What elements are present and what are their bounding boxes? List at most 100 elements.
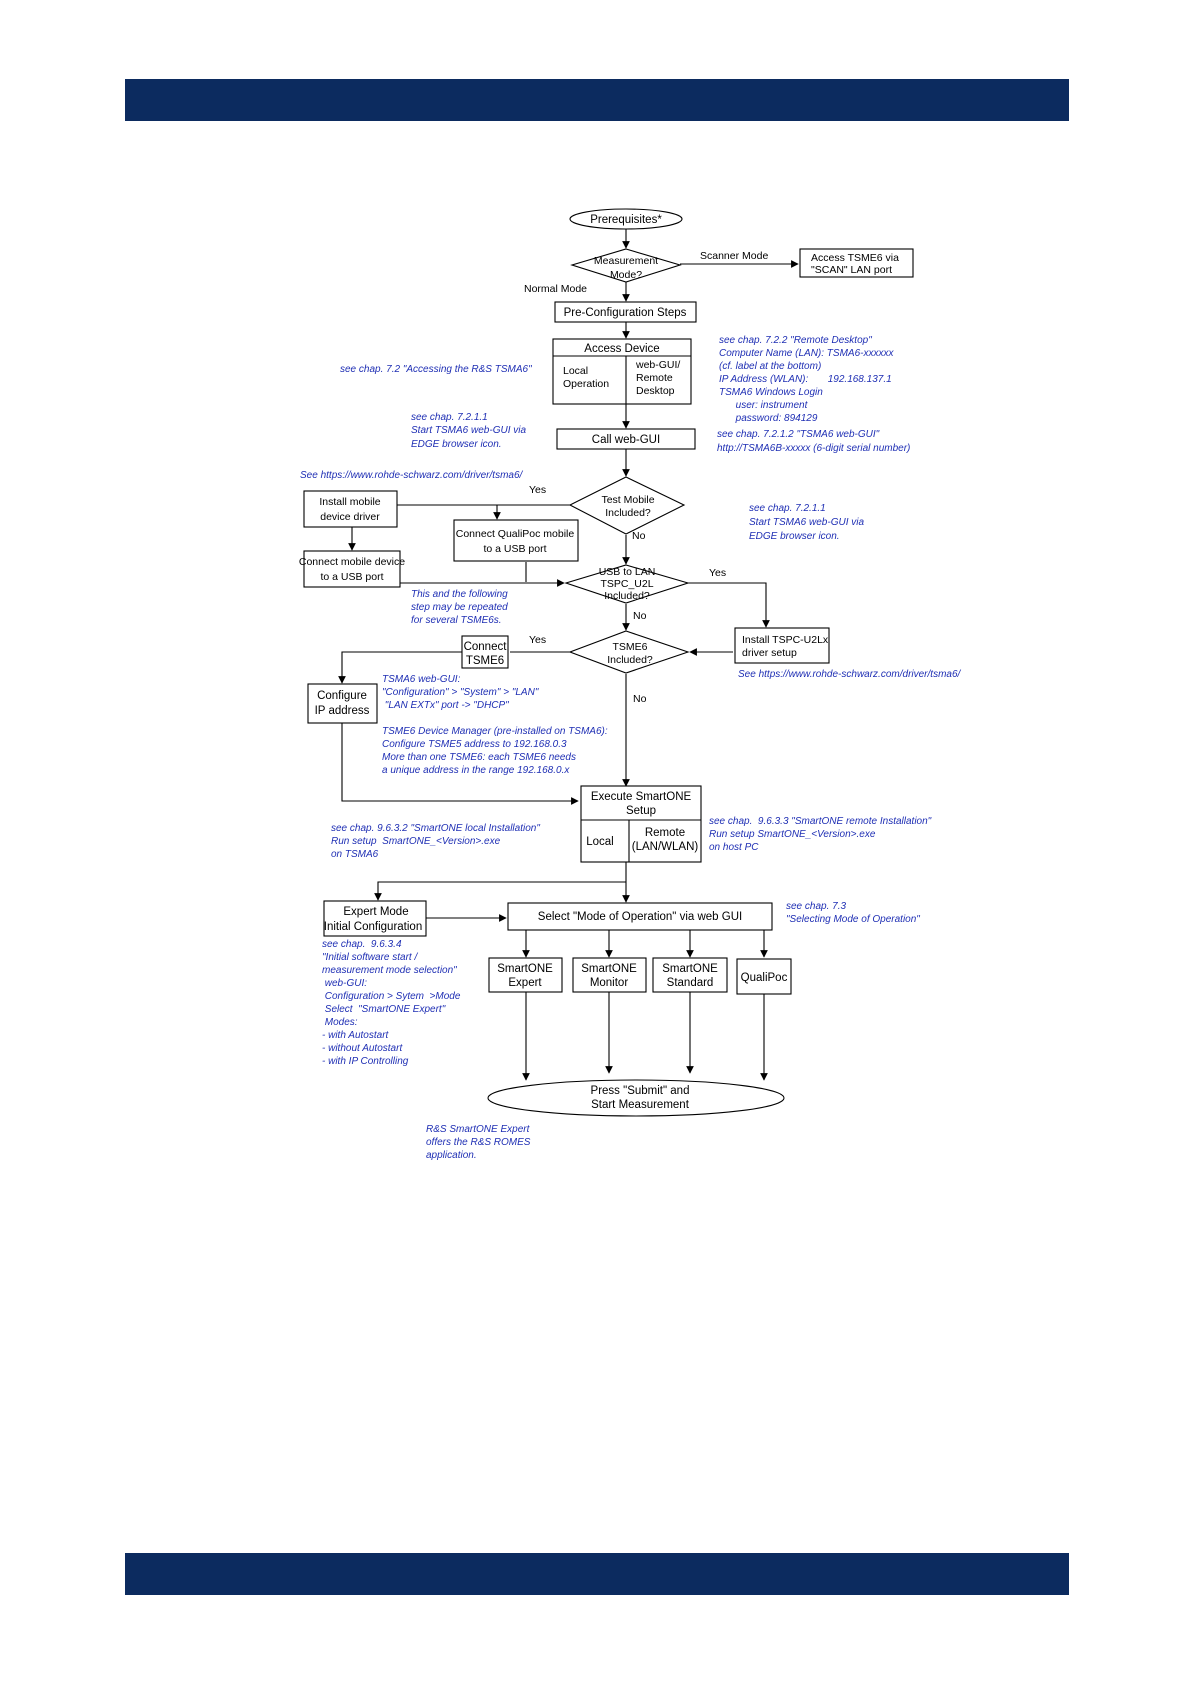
node-submit: Press "Submit" and Start Measurement <box>487 1079 785 1117</box>
label-yes-usb-lan: Yes <box>709 567 726 579</box>
label-yes-test-mobile: Yes <box>529 484 546 496</box>
annotation-driver-link-1: See https://www.rohde-schwarz.com/driver… <box>300 470 524 481</box>
node-install-tspc: Install TSPC-U2Lx driver setup <box>734 627 830 664</box>
node-connect-mobile-usb: Connect mobile device to a USB port <box>299 550 405 588</box>
smartone-monitor-label-1: SmartONE <box>581 963 637 975</box>
edge-connect-to-configure <box>338 651 462 684</box>
node-execute-setup: Execute SmartONE Setup Local Remote (LAN… <box>580 785 702 863</box>
node-test-mobile: Test Mobile Included? <box>568 476 686 535</box>
node-expert-mode: Expert Mode Initial Configuration <box>323 900 427 937</box>
label-no-tsme6: No <box>633 693 647 705</box>
annotation-driver-link-2: See https://www.rohde-schwarz.com/driver… <box>738 669 962 680</box>
install-tspc-label-2: driver setup <box>742 647 797 659</box>
select-mode-label: Select "Mode of Operation" via web GUI <box>538 911 742 923</box>
annotations: see chap. 7.2 "Accessing the R&S TSMA6" … <box>300 335 962 1161</box>
label-scanner-mode: Scanner Mode <box>700 250 768 262</box>
web-gui-remote-label-2: Remote <box>636 372 673 384</box>
node-access-tsme6: Access TSME6 via "SCAN" LAN port <box>799 248 914 278</box>
install-driver-label-2: device driver <box>320 511 380 523</box>
edge-usb-yes-to-tspc <box>688 582 770 628</box>
node-select-mode: Select "Mode of Operation" via web GUI <box>507 902 773 931</box>
node-call-web-gui: Call web-GUI <box>556 428 696 450</box>
access-tsme6-label-2: "SCAN" LAN port <box>811 264 892 276</box>
node-measurement-mode: Measurement Mode? <box>570 248 682 283</box>
submit-label-2: Start Measurement <box>591 1099 690 1111</box>
node-smartone-expert: SmartONE Expert <box>488 957 563 993</box>
node-usb-to-lan: USB to LAN TSPC_U2L Included? <box>564 564 690 604</box>
connect-mobile-usb-label-2: to a USB port <box>320 571 383 583</box>
test-mobile-label-2: Included? <box>605 507 651 519</box>
edge-to-expert-mode <box>374 881 626 901</box>
setup-local-label: Local <box>586 836 614 848</box>
tsme6-included-label-2: Included? <box>607 654 653 666</box>
annotation-web-gui-lan: TSMA6 web-GUI: "Configuration" > "System… <box>382 674 541 711</box>
install-driver-label-1: Install mobile <box>319 496 380 508</box>
label-normal-mode: Normal Mode <box>524 283 587 295</box>
node-pre-config: Pre-Configuration Steps <box>554 301 697 323</box>
header-band <box>125 79 1069 121</box>
node-access-device: Access Device Local Operation web-GUI/ R… <box>552 338 692 405</box>
annotation-device-manager: TSME6 Device Manager (pre-installed on T… <box>382 726 610 776</box>
prerequisites-label: Prerequisites* <box>590 214 662 226</box>
smartone-standard-label-2: Standard <box>667 977 714 989</box>
node-connect-qualipoc: Connect QualiPoc mobile to a USB port <box>453 519 579 562</box>
connect-qualipoc-label-2: to a USB port <box>483 543 546 555</box>
smartone-standard-label-1: SmartONE <box>662 963 718 975</box>
label-yes-tsme6: Yes <box>529 634 546 646</box>
annotation-remote-desktop: see chap. 7.2.2 "Remote Desktop" Compute… <box>719 335 896 424</box>
annotation-start-web-gui-1: see chap. 7.2.1.1 Start TSMA6 web-GUI vi… <box>411 412 529 450</box>
connect-qualipoc-label-1: Connect QualiPoc mobile <box>456 528 575 540</box>
smartone-expert-label-1: SmartONE <box>497 963 553 975</box>
node-smartone-monitor: SmartONE Monitor <box>572 957 647 993</box>
annotation-local-install: see chap. 9.6.3.2 "SmartONE local Instal… <box>331 823 543 860</box>
connect-mobile-usb-label-1: Connect mobile device <box>299 556 405 568</box>
smartone-expert-label-2: Expert <box>508 977 542 989</box>
annotation-selecting-mode: see chap. 7.3 "Selecting Mode of Operati… <box>786 901 920 925</box>
expert-mode-label-1: Expert Mode <box>343 906 408 918</box>
node-tsme6-included: TSME6 Included? <box>568 630 690 674</box>
node-smartone-standard: SmartONE Standard <box>652 957 728 993</box>
node-install-driver: Install mobile device driver <box>303 490 398 528</box>
access-device-label: Access Device <box>584 343 659 355</box>
execute-setup-label-1: Execute SmartONE <box>591 791 692 803</box>
edge-configure-to-execute <box>341 723 579 805</box>
usb-to-lan-label-2: TSPC_U2L <box>600 578 653 590</box>
annotation-repeat-note: This and the following step may be repea… <box>411 589 511 626</box>
edge-labels: Scanner Mode Normal Mode Yes No Yes No Y… <box>524 250 768 705</box>
install-tspc-label-1: Install TSPC-U2Lx <box>742 634 829 646</box>
call-web-gui-label: Call web-GUI <box>592 434 660 446</box>
annotation-tsma6-web-gui: see chap. 7.2.1.2 "TSMA6 web-GUI" http:/… <box>717 429 910 454</box>
test-mobile-label-1: Test Mobile <box>601 494 654 506</box>
node-configure-ip: Configure IP address <box>307 683 378 724</box>
node-connect-tsme6: Connect TSME6 <box>461 635 509 669</box>
setup-remote-label-2: (LAN/WLAN) <box>632 841 699 853</box>
label-no-usb-lan: No <box>633 610 647 622</box>
web-gui-remote-label-1: web-GUI/ <box>635 359 680 371</box>
local-operation-label-1: Local <box>563 365 588 377</box>
annotation-accessing: see chap. 7.2 "Accessing the R&S TSMA6" <box>340 364 532 375</box>
web-gui-remote-label-3: Desktop <box>636 385 675 397</box>
label-no-test-mobile: No <box>632 530 646 542</box>
node-prerequisites: Prerequisites* <box>569 208 683 230</box>
usb-to-lan-label-3: Included? <box>604 590 650 602</box>
connect-tsme6-label-2: TSME6 <box>466 655 504 667</box>
annotation-initial-software: see chap. 9.6.3.4 "Initial software star… <box>322 939 463 1067</box>
qualipoc-label: QualiPoc <box>741 972 788 984</box>
expert-mode-label-2: Initial Configuration <box>324 921 422 933</box>
setup-remote-label-1: Remote <box>645 827 685 839</box>
configure-ip-label-2: IP address <box>315 705 370 717</box>
footer-band <box>125 1553 1069 1595</box>
usb-to-lan-label-1: USB to LAN <box>599 566 656 578</box>
measurement-mode-label-1: Measurement <box>594 255 658 267</box>
tsme6-included-label-1: TSME6 <box>612 641 647 653</box>
annotation-remote-install: see chap. 9.6.3.3 "SmartONE remote Insta… <box>709 816 934 853</box>
submit-label-1: Press "Submit" and <box>591 1085 690 1097</box>
annotation-romes: R&S SmartONE Expert offers the R&S ROMES… <box>426 1124 533 1161</box>
execute-setup-label-2: Setup <box>626 805 656 817</box>
local-operation-label-2: Operation <box>563 378 609 390</box>
smartone-monitor-label-2: Monitor <box>590 977 629 989</box>
measurement-mode-label-2: Mode? <box>610 269 642 281</box>
connect-tsme6-label-1: Connect <box>464 641 508 653</box>
configure-ip-label-1: Configure <box>317 690 367 702</box>
